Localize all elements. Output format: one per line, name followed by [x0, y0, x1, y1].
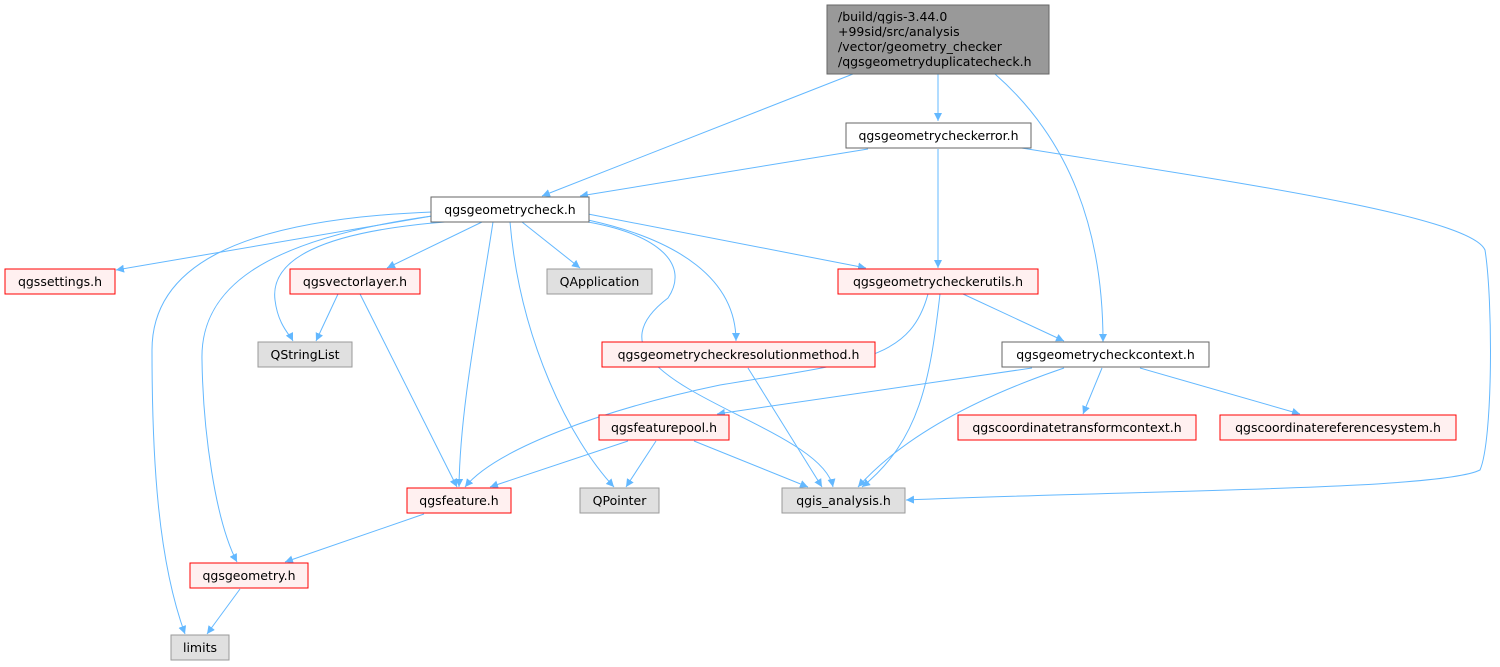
- edge-checkerutils-to-context: [962, 293, 1065, 342]
- node-analysis-label: qgis_analysis.h: [796, 493, 891, 508]
- edge-check-to-qpointer: [509, 221, 615, 488]
- node-root-line-3: /vector/geometry_checker: [838, 39, 1003, 54]
- node-qapplication-label: QApplication: [560, 274, 640, 289]
- node-checkerror[interactable]: qgsgeometrycheckerror.h: [845, 122, 1032, 149]
- node-qapplication[interactable]: QApplication: [546, 268, 653, 295]
- node-featurepool[interactable]: qgsfeaturepool.h: [598, 414, 730, 441]
- node-root-file[interactable]: /build/qgis-3.44.0 +99sid/src/analysis /…: [826, 4, 1050, 75]
- edge-root-to-context: [994, 73, 1107, 343]
- edge-featurepool-to-feature: [489, 440, 629, 489]
- node-geometry-label: qgsgeometry.h: [202, 568, 295, 583]
- edge-checkerror-to-check: [579, 148, 869, 199]
- edge-check-to-geometry: [201, 215, 433, 563]
- edge-checkerror-to-analysis: [905, 146, 1491, 504]
- node-featurepool-label: qgsfeaturepool.h: [611, 420, 717, 435]
- node-resolution[interactable]: qgsgeometrycheckresolutionmethod.h: [601, 341, 876, 368]
- node-settings[interactable]: qgssettings.h: [4, 268, 116, 295]
- edge-check-to-qapplication: [521, 221, 581, 269]
- edge-check-to-resolution: [587, 219, 740, 342]
- node-root-line-1: /build/qgis-3.44.0: [838, 9, 947, 24]
- node-crs-label: qgscoordinatereferencesystem.h: [1235, 420, 1441, 435]
- edge-vectorlayer-to-feature: [359, 293, 458, 488]
- edge-checkerutils-to-feature: [464, 293, 929, 488]
- edge-check-to-analysis: [587, 221, 836, 488]
- node-geometry[interactable]: qgsgeometry.h: [189, 562, 309, 589]
- edge-context-to-crs: [1139, 367, 1301, 416]
- node-feature-label: qgsfeature.h: [419, 493, 498, 508]
- edge-check-to-qstringlist: [274, 221, 446, 342]
- node-root-line-4: /qgsgeometryduplicatecheck.h: [838, 54, 1032, 69]
- node-checkerutils-label: qgsgeometrycheckerutils.h: [853, 274, 1023, 289]
- edge-checkerutils-to-analysis: [861, 293, 941, 488]
- node-context-label: qgsgeometrycheckcontext.h: [1016, 347, 1195, 362]
- node-feature[interactable]: qgsfeature.h: [406, 487, 512, 514]
- node-qpointer-label: QPointer: [593, 493, 648, 508]
- node-checkerror-label: qgsgeometrycheckerror.h: [858, 128, 1018, 143]
- node-settings-label: qgssettings.h: [18, 274, 102, 289]
- edge-root-to-check: [541, 73, 854, 197]
- edge-resolution-to-analysis: [747, 367, 823, 488]
- node-context[interactable]: qgsgeometrycheckcontext.h: [1001, 341, 1210, 368]
- node-vectorlayer[interactable]: qgsvectorlayer.h: [289, 268, 421, 295]
- node-resolution-label: qgsgeometrycheckresolutionmethod.h: [618, 347, 860, 362]
- edge-context-to-analysis: [857, 367, 1065, 488]
- edge-check-to-feature: [455, 221, 494, 488]
- edge-context-to-transformcontext: [1082, 367, 1103, 415]
- edge-feature-to-geometry: [284, 513, 425, 564]
- node-qpointer[interactable]: QPointer: [579, 487, 660, 514]
- node-root-line-2: +99sid/src/analysis: [838, 24, 960, 39]
- node-check[interactable]: qgsgeometrycheck.h: [430, 196, 590, 223]
- node-limits-label: limits: [183, 640, 217, 655]
- node-crs[interactable]: qgscoordinatereferencesystem.h: [1219, 414, 1457, 441]
- edge-check-to-limits: [151, 211, 433, 635]
- node-transformcontext-label: qgscoordinatetransformcontext.h: [972, 420, 1181, 435]
- node-analysis[interactable]: qgis_analysis.h: [781, 487, 906, 514]
- edge-context-to-featurepool: [716, 367, 1033, 417]
- edge-geometry-to-limits: [206, 588, 241, 635]
- node-check-label: qgsgeometrycheck.h: [444, 202, 575, 217]
- node-transformcontext[interactable]: qgscoordinatetransformcontext.h: [957, 414, 1197, 441]
- edge-check-to-checkerutils: [587, 213, 867, 271]
- edge-featurepool-to-analysis: [693, 440, 809, 488]
- node-qstringlist-label: QStringList: [271, 347, 340, 362]
- node-limits[interactable]: limits: [170, 634, 230, 661]
- node-vectorlayer-label: qgsvectorlayer.h: [303, 274, 407, 289]
- edge-featurepool-to-qpointer: [625, 440, 657, 488]
- node-qstringlist[interactable]: QStringList: [257, 341, 353, 368]
- node-checkerutils[interactable]: qgsgeometrycheckerutils.h: [837, 268, 1039, 295]
- edge-vectorlayer-to-qstringlist: [315, 293, 339, 342]
- edge-check-to-vectorlayer: [386, 221, 483, 269]
